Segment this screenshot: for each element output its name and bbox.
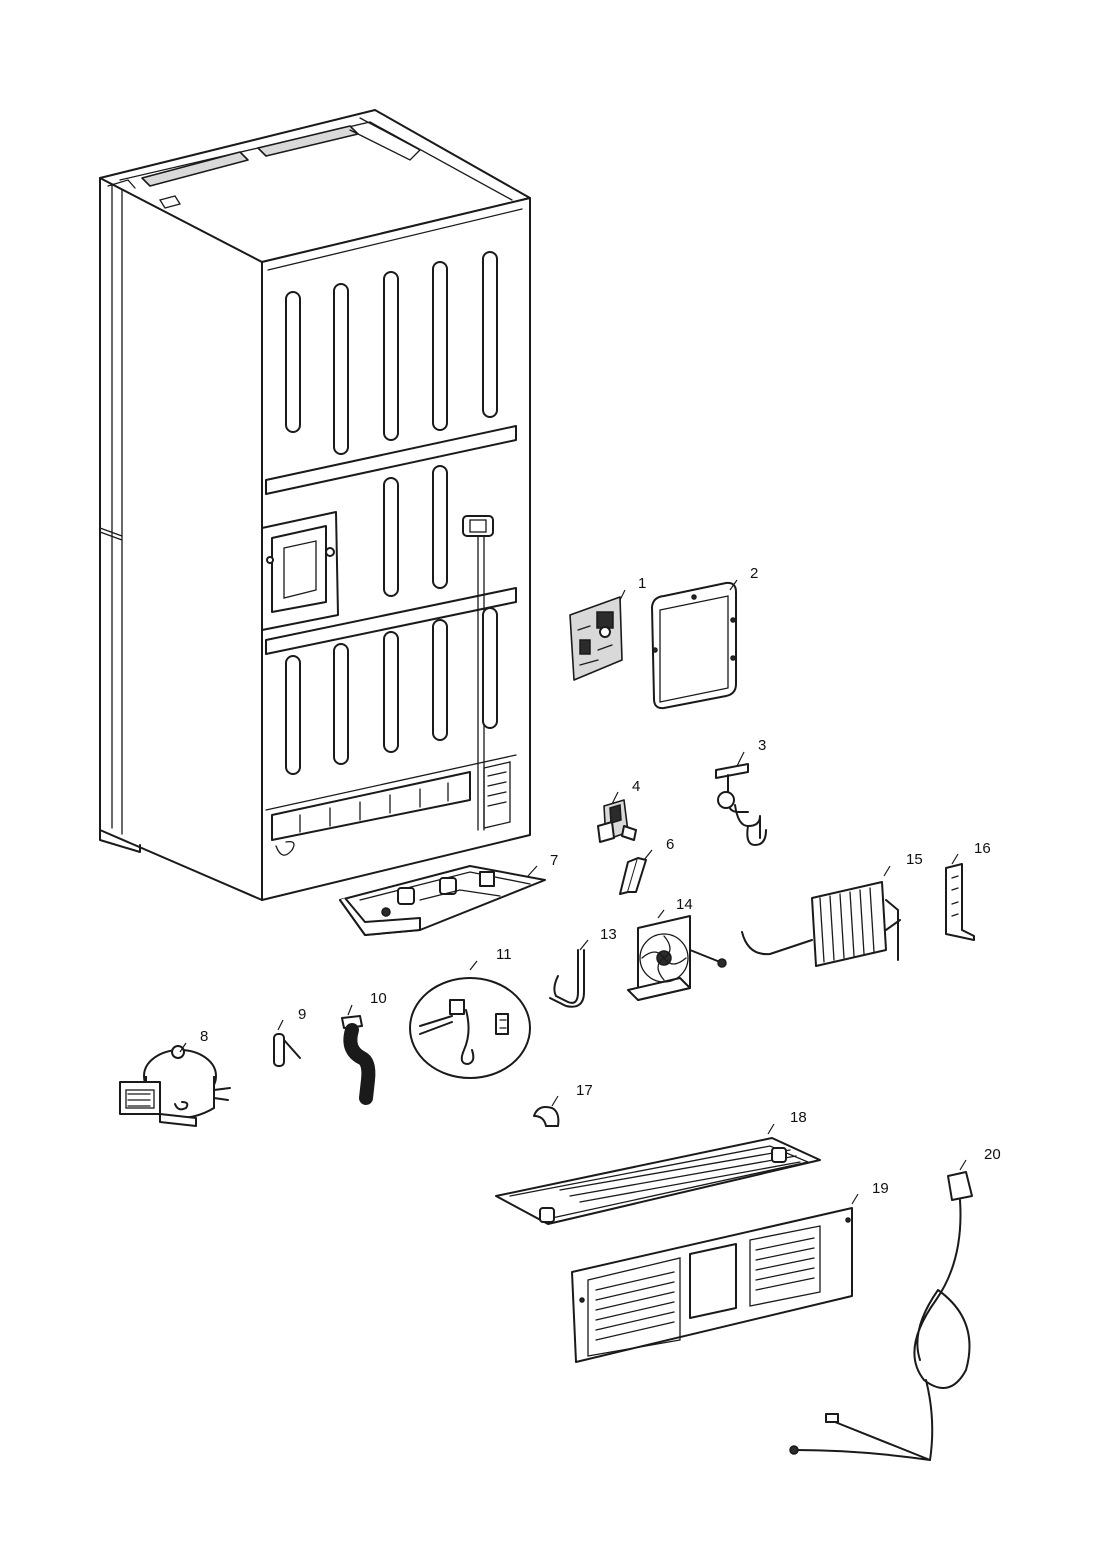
callout-18: 18 xyxy=(790,1109,807,1126)
part-15-condenser xyxy=(741,881,901,967)
part-10-hose xyxy=(341,1015,376,1105)
callout-15: 15 xyxy=(906,851,923,868)
callout-2: 2 xyxy=(750,565,758,582)
part-4-water-valve xyxy=(597,799,637,843)
part-6-clip xyxy=(619,857,647,895)
callout-17: 17 xyxy=(576,1082,593,1099)
part-18-base-plate xyxy=(495,1137,821,1225)
callout-19: 19 xyxy=(872,1180,889,1197)
part-14-condenser-fan xyxy=(627,915,727,1001)
part-1-control-board xyxy=(569,596,623,681)
callout-4: 4 xyxy=(632,778,640,795)
part-17-grommet xyxy=(533,1106,560,1127)
part-16-bracket xyxy=(945,863,975,941)
part-2-cover-gasket xyxy=(651,581,737,710)
callout-8: 8 xyxy=(200,1028,208,1045)
callout-11: 11 xyxy=(496,946,512,963)
part-19-rear-cover xyxy=(571,1207,853,1363)
callout-20: 20 xyxy=(984,1146,1001,1163)
lower-back-ribs xyxy=(285,607,498,775)
part-7-drain-tray xyxy=(339,865,546,936)
callout-13: 13 xyxy=(600,926,617,943)
callout-9: 9 xyxy=(298,1006,306,1023)
part-3-drain-pipe xyxy=(715,763,767,846)
callout-1: 1 xyxy=(638,575,646,592)
upper-back-ribs xyxy=(285,251,498,455)
callout-16: 16 xyxy=(974,840,991,857)
callout-14: 14 xyxy=(676,896,693,913)
callout-10: 10 xyxy=(370,990,387,1007)
water-inlet-housing xyxy=(261,511,339,631)
part-8-compressor xyxy=(119,1045,231,1127)
callout-6: 6 xyxy=(666,836,674,853)
part-9-filter-drier xyxy=(273,1033,301,1067)
refrigerator-cabinet xyxy=(99,109,531,901)
callout-labels: 1 2 3 4 6 7 8 9 10 11 13 14 15 16 17 18 … xyxy=(200,565,1001,1197)
callout-leaders xyxy=(179,579,967,1205)
part-11-sensor-harness xyxy=(409,977,531,1079)
callout-7: 7 xyxy=(550,852,558,869)
callout-3: 3 xyxy=(758,737,766,754)
part-13-tube xyxy=(549,949,585,1008)
part-20-power-cord xyxy=(789,1171,973,1461)
